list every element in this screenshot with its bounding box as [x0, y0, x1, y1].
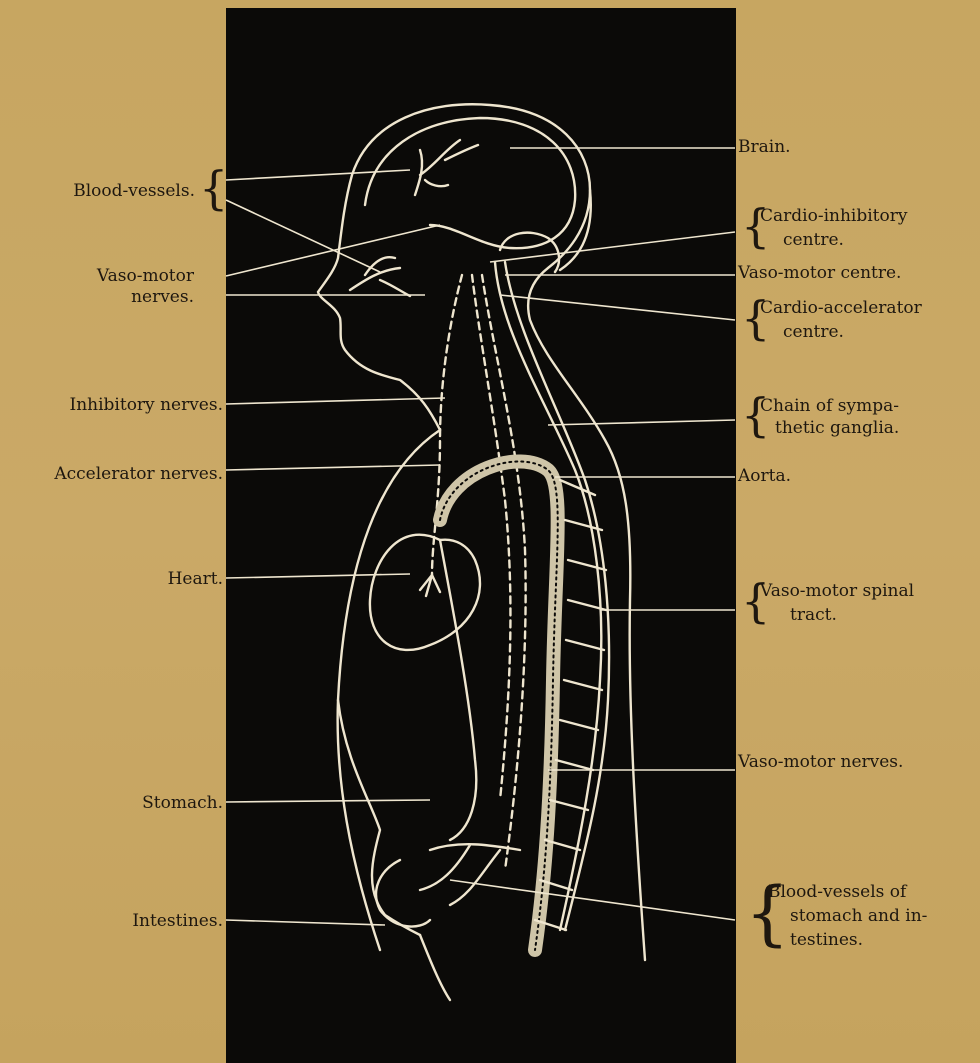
- label-aorta: Aorta.: [738, 466, 791, 486]
- label-vaso-motor-spinal-2: tract.: [790, 605, 837, 625]
- label-heart: Heart.: [168, 569, 223, 589]
- label-stomach: Stomach.: [142, 793, 223, 813]
- aorta: [440, 461, 558, 950]
- accelerator-nerve: [472, 275, 510, 800]
- brace-cardio-inhibitory: {: [741, 203, 770, 249]
- leader-inhibitory: [226, 398, 445, 404]
- leader-accelerator: [226, 465, 440, 470]
- intestines-outline: [420, 935, 450, 1000]
- label-blood-vessels-stomach-3: testines.: [790, 930, 863, 950]
- leader-stomach: [226, 800, 430, 802]
- belly-outline: [338, 700, 420, 935]
- label-brain: Brain.: [738, 137, 791, 157]
- leader-blood-vessels-stomach: [450, 880, 735, 920]
- label-blood-vessels: Blood-vessels.: [73, 181, 195, 201]
- leader-cardio-accelerator: [500, 295, 735, 320]
- brain-blood-vessels: [415, 140, 478, 195]
- brace-blood-vessels: {: [199, 165, 228, 211]
- label-chain-sympathetic-1: Chain of sympa-: [760, 396, 899, 416]
- label-vaso-motor-nerves: Vaso-motor nerves.: [738, 752, 903, 772]
- label-cardio-inhibitory-2: centre.: [783, 230, 844, 250]
- body-outline: [318, 104, 645, 960]
- leader-chain-sympathetic: [548, 420, 735, 425]
- label-accelerator-nerves: Accelerator nerves.: [54, 464, 223, 484]
- label-inhibitory-nerves: Inhibitory nerves.: [70, 395, 224, 415]
- vaso-motor-nerve-down: [482, 275, 526, 870]
- brace-vaso-motor-spinal: {: [741, 578, 770, 624]
- label-intestines: Intestines.: [132, 911, 223, 931]
- label-vaso-motor-1: Vaso-motor: [97, 266, 194, 286]
- brace-cardio-accelerator: {: [741, 295, 770, 341]
- heart-nerve-endings: [420, 575, 440, 596]
- leader-blood-vessels-left-2: [226, 200, 380, 272]
- label-cardio-accelerator-1: Cardio-accelerator: [760, 298, 922, 318]
- label-cardio-accelerator-2: centre.: [783, 322, 844, 342]
- brain-outline: [365, 118, 575, 248]
- brace-chain-sympathetic: {: [741, 392, 770, 438]
- label-cardio-inhibitory-1: Cardio-inhibitory: [760, 206, 907, 226]
- label-chain-sympathetic-2: thetic ganglia.: [775, 418, 899, 438]
- heart: [370, 535, 480, 650]
- label-vaso-motor-2: nerves.: [131, 287, 194, 307]
- label-vaso-motor-centre: Vaso-motor centre.: [738, 263, 901, 283]
- label-blood-vessels-stomach-2: stomach and in-: [790, 906, 927, 926]
- leader-heart: [226, 574, 410, 578]
- label-vaso-motor-spinal-1: Vaso-motor spinal: [760, 581, 914, 601]
- intestinal-vessels: [376, 844, 520, 926]
- stomach-outline: [440, 540, 476, 840]
- brace-blood-vessels-stomach: {: [745, 878, 790, 948]
- leader-intestines: [226, 920, 385, 925]
- leader-blood-vessels-left: [226, 170, 410, 180]
